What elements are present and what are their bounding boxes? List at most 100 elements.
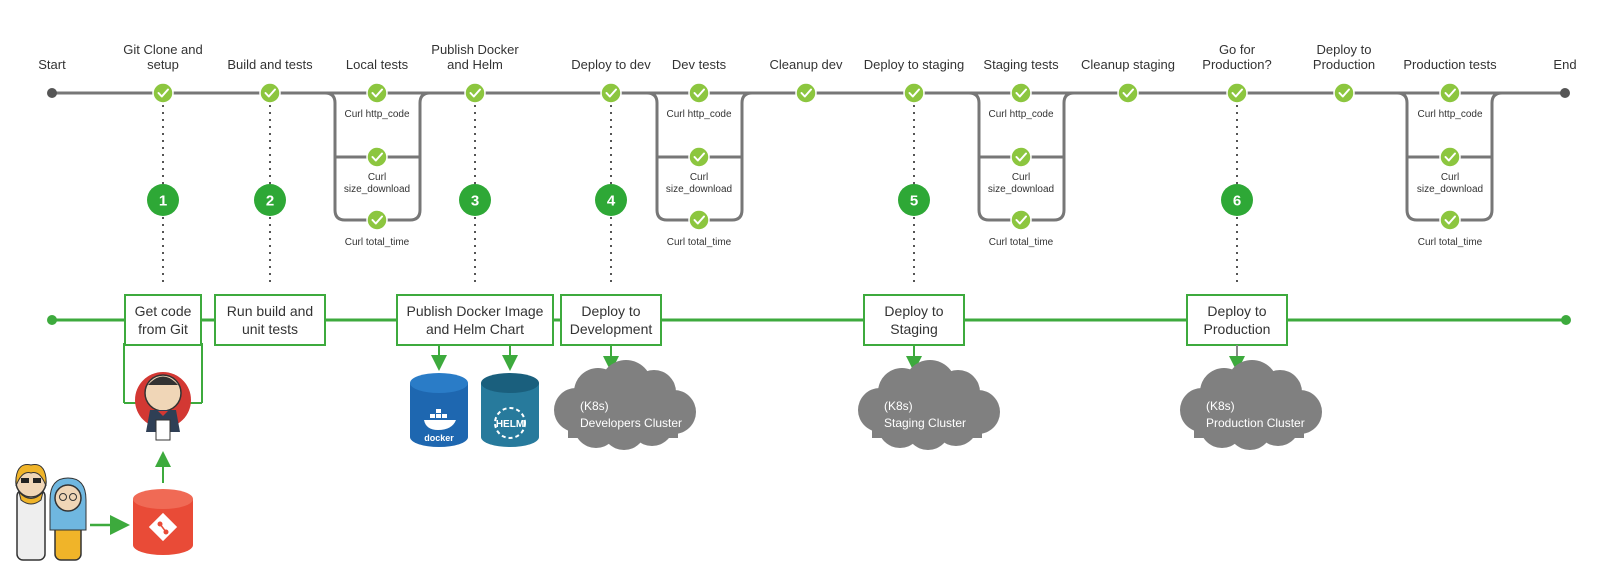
developers-icon bbox=[15, 464, 87, 561]
test-label: Curl http_code bbox=[988, 109, 1053, 120]
step-number: 1 bbox=[159, 193, 167, 210]
step-box-label-line: Get code bbox=[135, 303, 192, 319]
test-label-line: Curl bbox=[368, 172, 386, 183]
step-number: 6 bbox=[1233, 193, 1241, 210]
step-box-label-line: from Git bbox=[138, 321, 188, 337]
stage-label-7: Cleanup dev bbox=[770, 57, 843, 72]
stage-label-13: Production tests bbox=[1403, 57, 1497, 72]
cloud-k8s-label: (K8s) bbox=[1206, 399, 1235, 413]
stage-check-icon bbox=[152, 82, 174, 104]
stage-label-13-line: Production tests bbox=[1403, 57, 1497, 72]
stage-label-4-line: Publish Docker bbox=[431, 42, 519, 57]
test-check-icon bbox=[1439, 146, 1461, 168]
deployment-end-node bbox=[1561, 315, 1571, 325]
cloud-cluster-label: Staging Cluster bbox=[884, 416, 966, 430]
step-number: 5 bbox=[910, 193, 918, 210]
stage-label-3-line: Local tests bbox=[346, 57, 409, 72]
stage-label-2: Build and tests bbox=[227, 57, 313, 72]
test-label-line: Curl total_time bbox=[989, 237, 1054, 248]
step-badge-3: 3 bbox=[459, 184, 491, 216]
start-node bbox=[47, 88, 57, 98]
test-label: Curl http_code bbox=[1417, 109, 1482, 120]
step-box-2: Run build and unit tests bbox=[214, 294, 326, 346]
stage-label-4-line: and Helm bbox=[447, 57, 503, 72]
stage-label-9: Staging tests bbox=[983, 57, 1059, 72]
end-label: End bbox=[1553, 57, 1576, 72]
step-badge-5: 5 bbox=[898, 184, 930, 216]
k8s-cluster-cloud: (K8s) Developers Cluster bbox=[554, 360, 696, 450]
git-repo-icon bbox=[133, 489, 193, 555]
test-label: Curl total_time bbox=[1418, 237, 1483, 248]
step-box-label-line: and Helm Chart bbox=[426, 321, 524, 337]
test-label-line: Curl total_time bbox=[1418, 237, 1483, 248]
stage-label-8: Deploy to staging bbox=[864, 57, 964, 72]
test-label: Curl total_time bbox=[989, 237, 1054, 248]
step-box-label-line: unit tests bbox=[242, 321, 298, 337]
stage-check-icon bbox=[795, 82, 817, 104]
step-box-label-line: Staging bbox=[890, 321, 937, 337]
test-label-line: Curl http_code bbox=[344, 109, 409, 120]
start-label: Start bbox=[38, 57, 66, 72]
stage-label-11-line: Production? bbox=[1202, 57, 1271, 72]
stage-check-icon bbox=[688, 82, 710, 104]
test-label-line: size_download bbox=[344, 184, 410, 195]
test-label-line: Curl bbox=[690, 172, 708, 183]
stage-label-12-line: Production bbox=[1313, 57, 1375, 72]
stage-check-icon bbox=[1226, 82, 1248, 104]
stage-label-5: Deploy to dev bbox=[571, 57, 651, 72]
step-box-label-line: Deploy to bbox=[1207, 303, 1266, 319]
stage-label-1-line: Git Clone and bbox=[123, 42, 203, 57]
test-label-line: size_download bbox=[988, 184, 1054, 195]
step-box-label: Get code from Git bbox=[135, 303, 192, 337]
cloud-cluster-label: Developers Cluster bbox=[580, 416, 682, 430]
clouds-layer: (K8s) Developers Cluster (K8s) Staging Clus… bbox=[554, 360, 1322, 450]
stage-check-icon bbox=[464, 82, 486, 104]
stage-check-icon bbox=[1333, 82, 1355, 104]
step-box-label-line: Development bbox=[570, 321, 653, 337]
helm-repo-icon: HELM bbox=[481, 373, 539, 447]
stage-label-2-line: Build and tests bbox=[227, 57, 313, 72]
cloud-cluster-label: Production Cluster bbox=[1206, 416, 1305, 430]
test-label-line: Curl bbox=[1441, 172, 1459, 183]
docker-text: docker bbox=[424, 433, 454, 443]
step-box-label: Run build and unit tests bbox=[227, 303, 313, 337]
stage-label-8-line: Deploy to staging bbox=[864, 57, 964, 72]
test-check-icon bbox=[688, 209, 710, 231]
stage-label-6-line: Dev tests bbox=[672, 57, 727, 72]
jenkins-icon bbox=[123, 343, 203, 441]
test-check-icon bbox=[1439, 209, 1461, 231]
stage-label-10-line: Cleanup staging bbox=[1081, 57, 1175, 72]
docker-registry-icon: docker bbox=[410, 373, 468, 447]
cloud-k8s-label: (K8s) bbox=[580, 399, 609, 413]
step-box-label-line: Run build and bbox=[227, 303, 313, 319]
stage-check-icon bbox=[1439, 82, 1461, 104]
stage-label-1-line: setup bbox=[147, 57, 179, 72]
end-node bbox=[1560, 88, 1570, 98]
stage-check-icon bbox=[1117, 82, 1139, 104]
step-box-1: Get code from Git bbox=[124, 294, 202, 346]
test-check-icon bbox=[1010, 209, 1032, 231]
test-label-line: size_download bbox=[1417, 184, 1483, 195]
test-check-icon bbox=[1010, 146, 1032, 168]
stage-check-icon bbox=[366, 82, 388, 104]
step-badge-1: 1 bbox=[147, 184, 179, 216]
stage-label-11-line: Go for bbox=[1219, 42, 1256, 57]
test-check-icon bbox=[688, 146, 710, 168]
test-label-line: size_download bbox=[666, 184, 732, 195]
deployment-start-node bbox=[47, 315, 57, 325]
step-number: 4 bbox=[607, 193, 616, 210]
stage-label-9-line: Staging tests bbox=[983, 57, 1059, 72]
test-label-line: Curl http_code bbox=[666, 109, 731, 120]
test-check-icon bbox=[366, 146, 388, 168]
